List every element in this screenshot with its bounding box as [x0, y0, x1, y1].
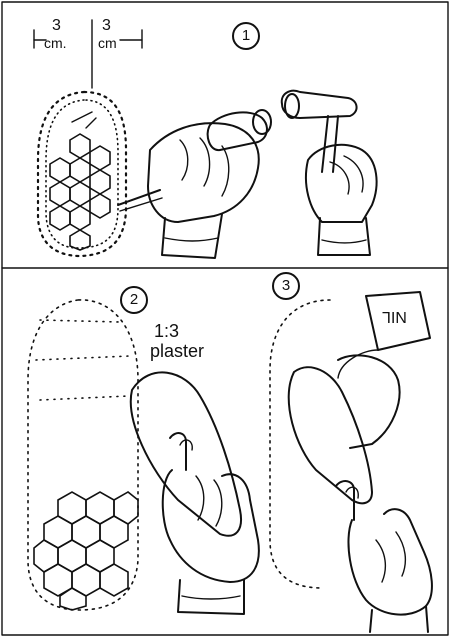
- measurement-marks: [34, 20, 142, 88]
- sleeve: [338, 292, 430, 378]
- step-2-number: 2: [120, 286, 148, 314]
- trowel-with-hand-2: [131, 372, 259, 614]
- step-1-number: 1: [232, 22, 260, 50]
- hand-with-hammer: [282, 91, 377, 255]
- measure-right-unit: cm: [98, 36, 117, 50]
- plaster-ratio-label: 1:3: [154, 322, 179, 340]
- plaster-word-label: plaster: [150, 342, 204, 360]
- step-3-number: 3: [272, 272, 300, 300]
- mesh-form-2: [28, 300, 138, 610]
- hand-with-chisel: [118, 110, 271, 258]
- mesh-pattern-2: [34, 492, 138, 610]
- trowel-with-hand-3: [289, 355, 432, 632]
- measure-left-value: 3: [52, 18, 61, 34]
- sleeve-text: NIL: [382, 308, 407, 324]
- mesh-pattern-1: [50, 134, 110, 250]
- measure-left-unit: cm.: [44, 36, 67, 50]
- measure-right-value: 3: [102, 18, 111, 34]
